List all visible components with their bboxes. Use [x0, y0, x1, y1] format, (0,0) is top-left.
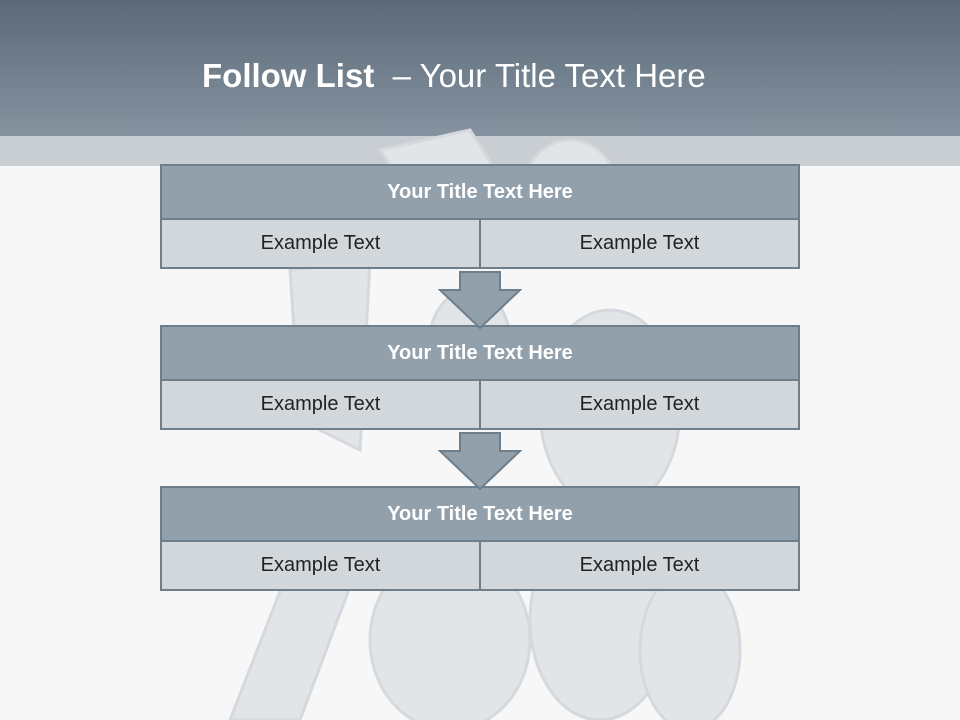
block-cell-right: Example Text — [481, 381, 800, 430]
arrow-down-icon — [438, 271, 522, 330]
list-block-3: Your Title Text Here Example Text Exampl… — [160, 486, 800, 591]
title-rest: – Your Title Text Here — [392, 57, 706, 94]
header-bar — [0, 0, 960, 136]
arrow-down-icon — [438, 432, 522, 491]
block-row: Example Text Example Text — [160, 542, 800, 591]
block-cell-right: Example Text — [481, 220, 800, 269]
block-row: Example Text Example Text — [160, 381, 800, 430]
block-cell-left: Example Text — [160, 220, 481, 269]
block-cell-right: Example Text — [481, 542, 800, 591]
block-title: Your Title Text Here — [160, 164, 800, 220]
block-cell-left: Example Text — [160, 542, 481, 591]
list-block-2: Your Title Text Here Example Text Exampl… — [160, 325, 800, 430]
block-title: Your Title Text Here — [160, 325, 800, 381]
title-bold: Follow List — [202, 57, 375, 94]
list-block-1: Your Title Text Here Example Text Exampl… — [160, 164, 800, 269]
block-row: Example Text Example Text — [160, 220, 800, 269]
slide-title: Follow List – Your Title Text Here — [202, 54, 706, 98]
block-title: Your Title Text Here — [160, 486, 800, 542]
block-cell-left: Example Text — [160, 381, 481, 430]
